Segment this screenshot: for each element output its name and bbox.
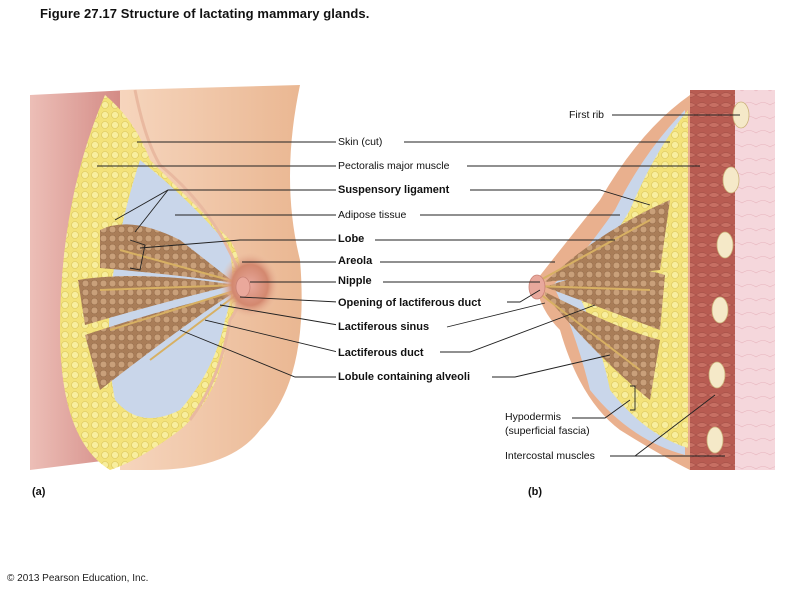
intercostal-muscle [690,90,735,470]
nipple-b [528,274,546,300]
pink-tissue [730,90,775,470]
label-lactiferous-sinus: Lactiferous sinus [336,321,432,333]
copyright: © 2013 Pearson Education, Inc. [7,573,149,584]
leader-lines [97,114,740,457]
nipple-a [235,276,251,298]
label-superficial-fascia: (superficial fascia) [503,425,592,437]
label-lobule-alveoli: Lobule containing alveoli [336,371,473,383]
lobe-b2 [545,269,665,330]
panel-b-art [528,90,775,470]
label-intercostal-muscles: Intercostal muscles [503,450,597,462]
label-hypodermis: Hypodermis [503,411,564,423]
label-first-rib: First rib [567,109,606,121]
lobe-a3 [85,292,235,390]
panel-label-b: (b) [528,486,543,498]
label-areola: Areola [336,255,375,267]
panel-label-a: (a) [32,486,46,498]
label-lobe: Lobe [336,233,367,245]
label-skin-cut: Skin (cut) [336,136,385,148]
lobe-a2 [78,276,235,325]
label-suspensory-ligament: Suspensory ligament [336,184,452,196]
label-pectoralis-major: Pectoralis major muscle [336,160,452,172]
panel-a-art [30,85,302,470]
figure-title: Figure 27.17 Structure of lactating mamm… [40,6,370,21]
label-opening-lactiferous-duct: Opening of lactiferous duct [336,297,484,309]
label-adipose-tissue: Adipose tissue [336,209,409,221]
label-nipple: Nipple [336,275,374,287]
label-lactiferous-duct: Lactiferous duct [336,347,426,359]
